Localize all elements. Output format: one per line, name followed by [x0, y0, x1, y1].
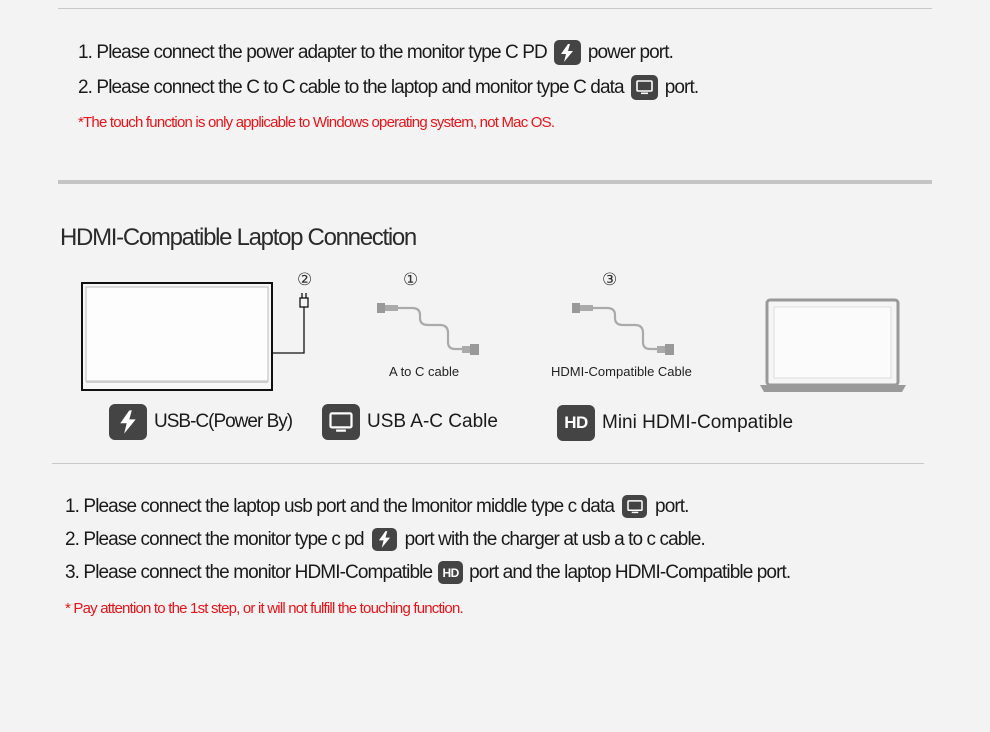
section-divider [58, 180, 932, 184]
marker-1: ① [403, 270, 419, 289]
lightning-icon [109, 404, 147, 440]
hdmi-attention-note: * Pay attention to the 1st step, or it w… [65, 600, 464, 617]
monitor-icon [622, 495, 648, 518]
lightning-icon [371, 528, 397, 551]
usbc-step-2: 2. Please connect the C to C cable to th… [78, 75, 699, 100]
hd-icon-text: HD [442, 565, 459, 580]
monitor-icon [322, 404, 360, 440]
a-to-c-caption: A to C cable [389, 364, 460, 379]
usbc-step-1-text: 1. Please connect the power adapter to t… [78, 41, 548, 63]
legend-hdmi: HD Mini HDMI-Compatible [557, 405, 793, 441]
usbc-step-1-tail: power port. [587, 41, 674, 63]
hdmi-step-3-tail: port and the laptop HDMI-Compatible port… [469, 561, 791, 583]
portable-monitor-illustration [81, 282, 309, 391]
monitor-icon [630, 75, 658, 100]
lightning-icon [553, 40, 581, 65]
hdmi-divider [52, 463, 924, 464]
legend-usbc-label: USB-C(Power By) [154, 411, 293, 432]
hdmi-step-1: 1. Please connect the laptop usb port an… [65, 495, 689, 518]
hdmi-step-1-text: 1. Please connect the laptop usb port an… [65, 495, 615, 517]
usbc-touch-note: *The touch function is only applicable t… [78, 114, 555, 131]
hdmi-step-2: 2. Please connect the monitor type c pd … [65, 528, 706, 551]
legend-usb-ac: USB A-C Cable [322, 404, 498, 440]
legend-usb-ac-label: USB A-C Cable [367, 411, 498, 432]
laptop-illustration [760, 298, 906, 392]
hdmi-cable-caption: HDMI-Compatible Cable [551, 364, 692, 379]
hd-icon: HD [557, 405, 595, 441]
section-title: HDMI-Compatible Laptop Connection [60, 224, 417, 251]
legend-usbc: USB-C(Power By) [109, 404, 293, 440]
legend-hdmi-label: Mini HDMI-Compatible [602, 412, 794, 433]
hd-icon: HD [438, 561, 464, 584]
hdmi-step-3-text: 3. Please connect the monitor HDMI-Compa… [65, 561, 433, 583]
usbc-step-1: 1. Please connect the power adapter to t… [78, 40, 674, 65]
hdmi-step-1-tail: port. [655, 495, 689, 517]
marker-3: ③ [602, 270, 618, 289]
usbc-step-2-text: 2. Please connect the C to C cable to th… [78, 76, 625, 98]
a-to-c-cable-illustration [377, 303, 479, 355]
hdmi-step-3: 3. Please connect the monitor HDMI-Compa… [65, 561, 791, 584]
hd-icon-text: HD [564, 413, 588, 432]
usbc-step-2-tail: port. [664, 76, 699, 98]
hdmi-cable-illustration [572, 303, 674, 355]
hdmi-step-2-text: 2. Please connect the monitor type c pd [65, 528, 365, 550]
marker-2: ② [297, 270, 313, 289]
hdmi-step-2-tail: port with the charger at usb a to c cabl… [404, 528, 706, 550]
top-divider [58, 8, 932, 9]
connection-diagram [81, 282, 906, 392]
